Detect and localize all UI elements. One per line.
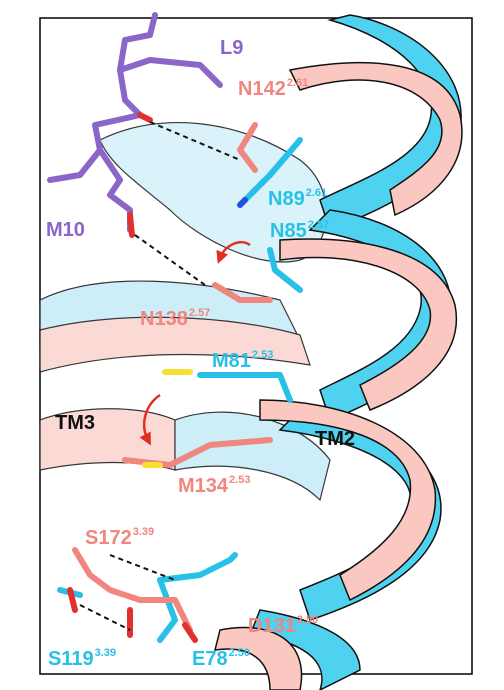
label-n89: N892.61 xyxy=(268,187,328,210)
side-chains-cyan xyxy=(57,137,303,643)
label-n85: N852.57 xyxy=(270,219,330,242)
label-d131: D1312.50 xyxy=(248,614,319,637)
purple-backbone xyxy=(47,12,223,238)
helix-pink xyxy=(214,62,463,690)
label-s119: S1193.39 xyxy=(48,647,117,670)
rotation-arrow-n85 xyxy=(216,241,251,264)
label-m134: M1342.53 xyxy=(178,474,251,497)
label-m10: M10 xyxy=(46,219,85,241)
label-m81: M812.53 xyxy=(212,349,274,372)
side-chains-pink xyxy=(67,122,273,643)
rotation-arrow-m81 xyxy=(139,393,161,446)
label-tm3: TM3 xyxy=(55,412,95,434)
hydrogen-bonds xyxy=(79,121,241,631)
label-tm2: TM2 xyxy=(315,428,355,450)
label-e78: E782.50 xyxy=(192,647,251,670)
label-s172: S1723.39 xyxy=(85,526,155,549)
label-n138: N1382.57 xyxy=(140,307,211,330)
label-l9: L9 xyxy=(220,37,244,59)
label-n142: N1422.61 xyxy=(238,77,309,100)
